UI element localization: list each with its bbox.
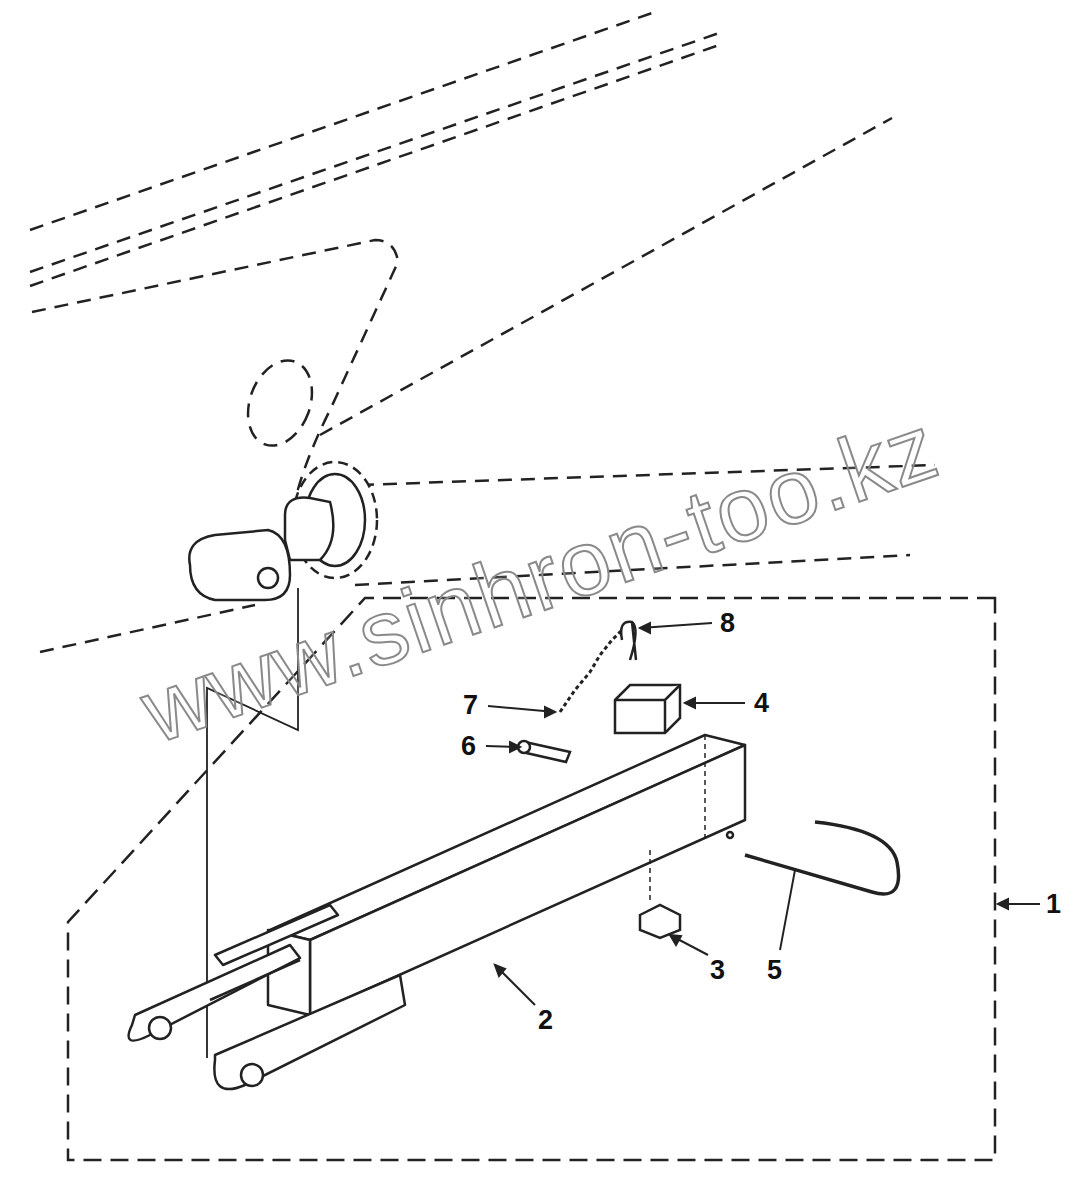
callout-number: 5 (767, 957, 782, 984)
callout-number: 3 (710, 957, 725, 984)
hitch-bracket (189, 462, 377, 600)
callout-number: 6 (461, 733, 476, 760)
small-parts (518, 622, 899, 938)
callout-number: 2 (538, 1007, 553, 1034)
callout-number: 1 (1046, 891, 1061, 918)
drawbar (129, 735, 745, 1089)
callout-number: 8 (720, 610, 735, 637)
leader-lines (486, 623, 1040, 1005)
callout-number: 4 (754, 690, 769, 717)
callout-number: 7 (463, 692, 478, 719)
